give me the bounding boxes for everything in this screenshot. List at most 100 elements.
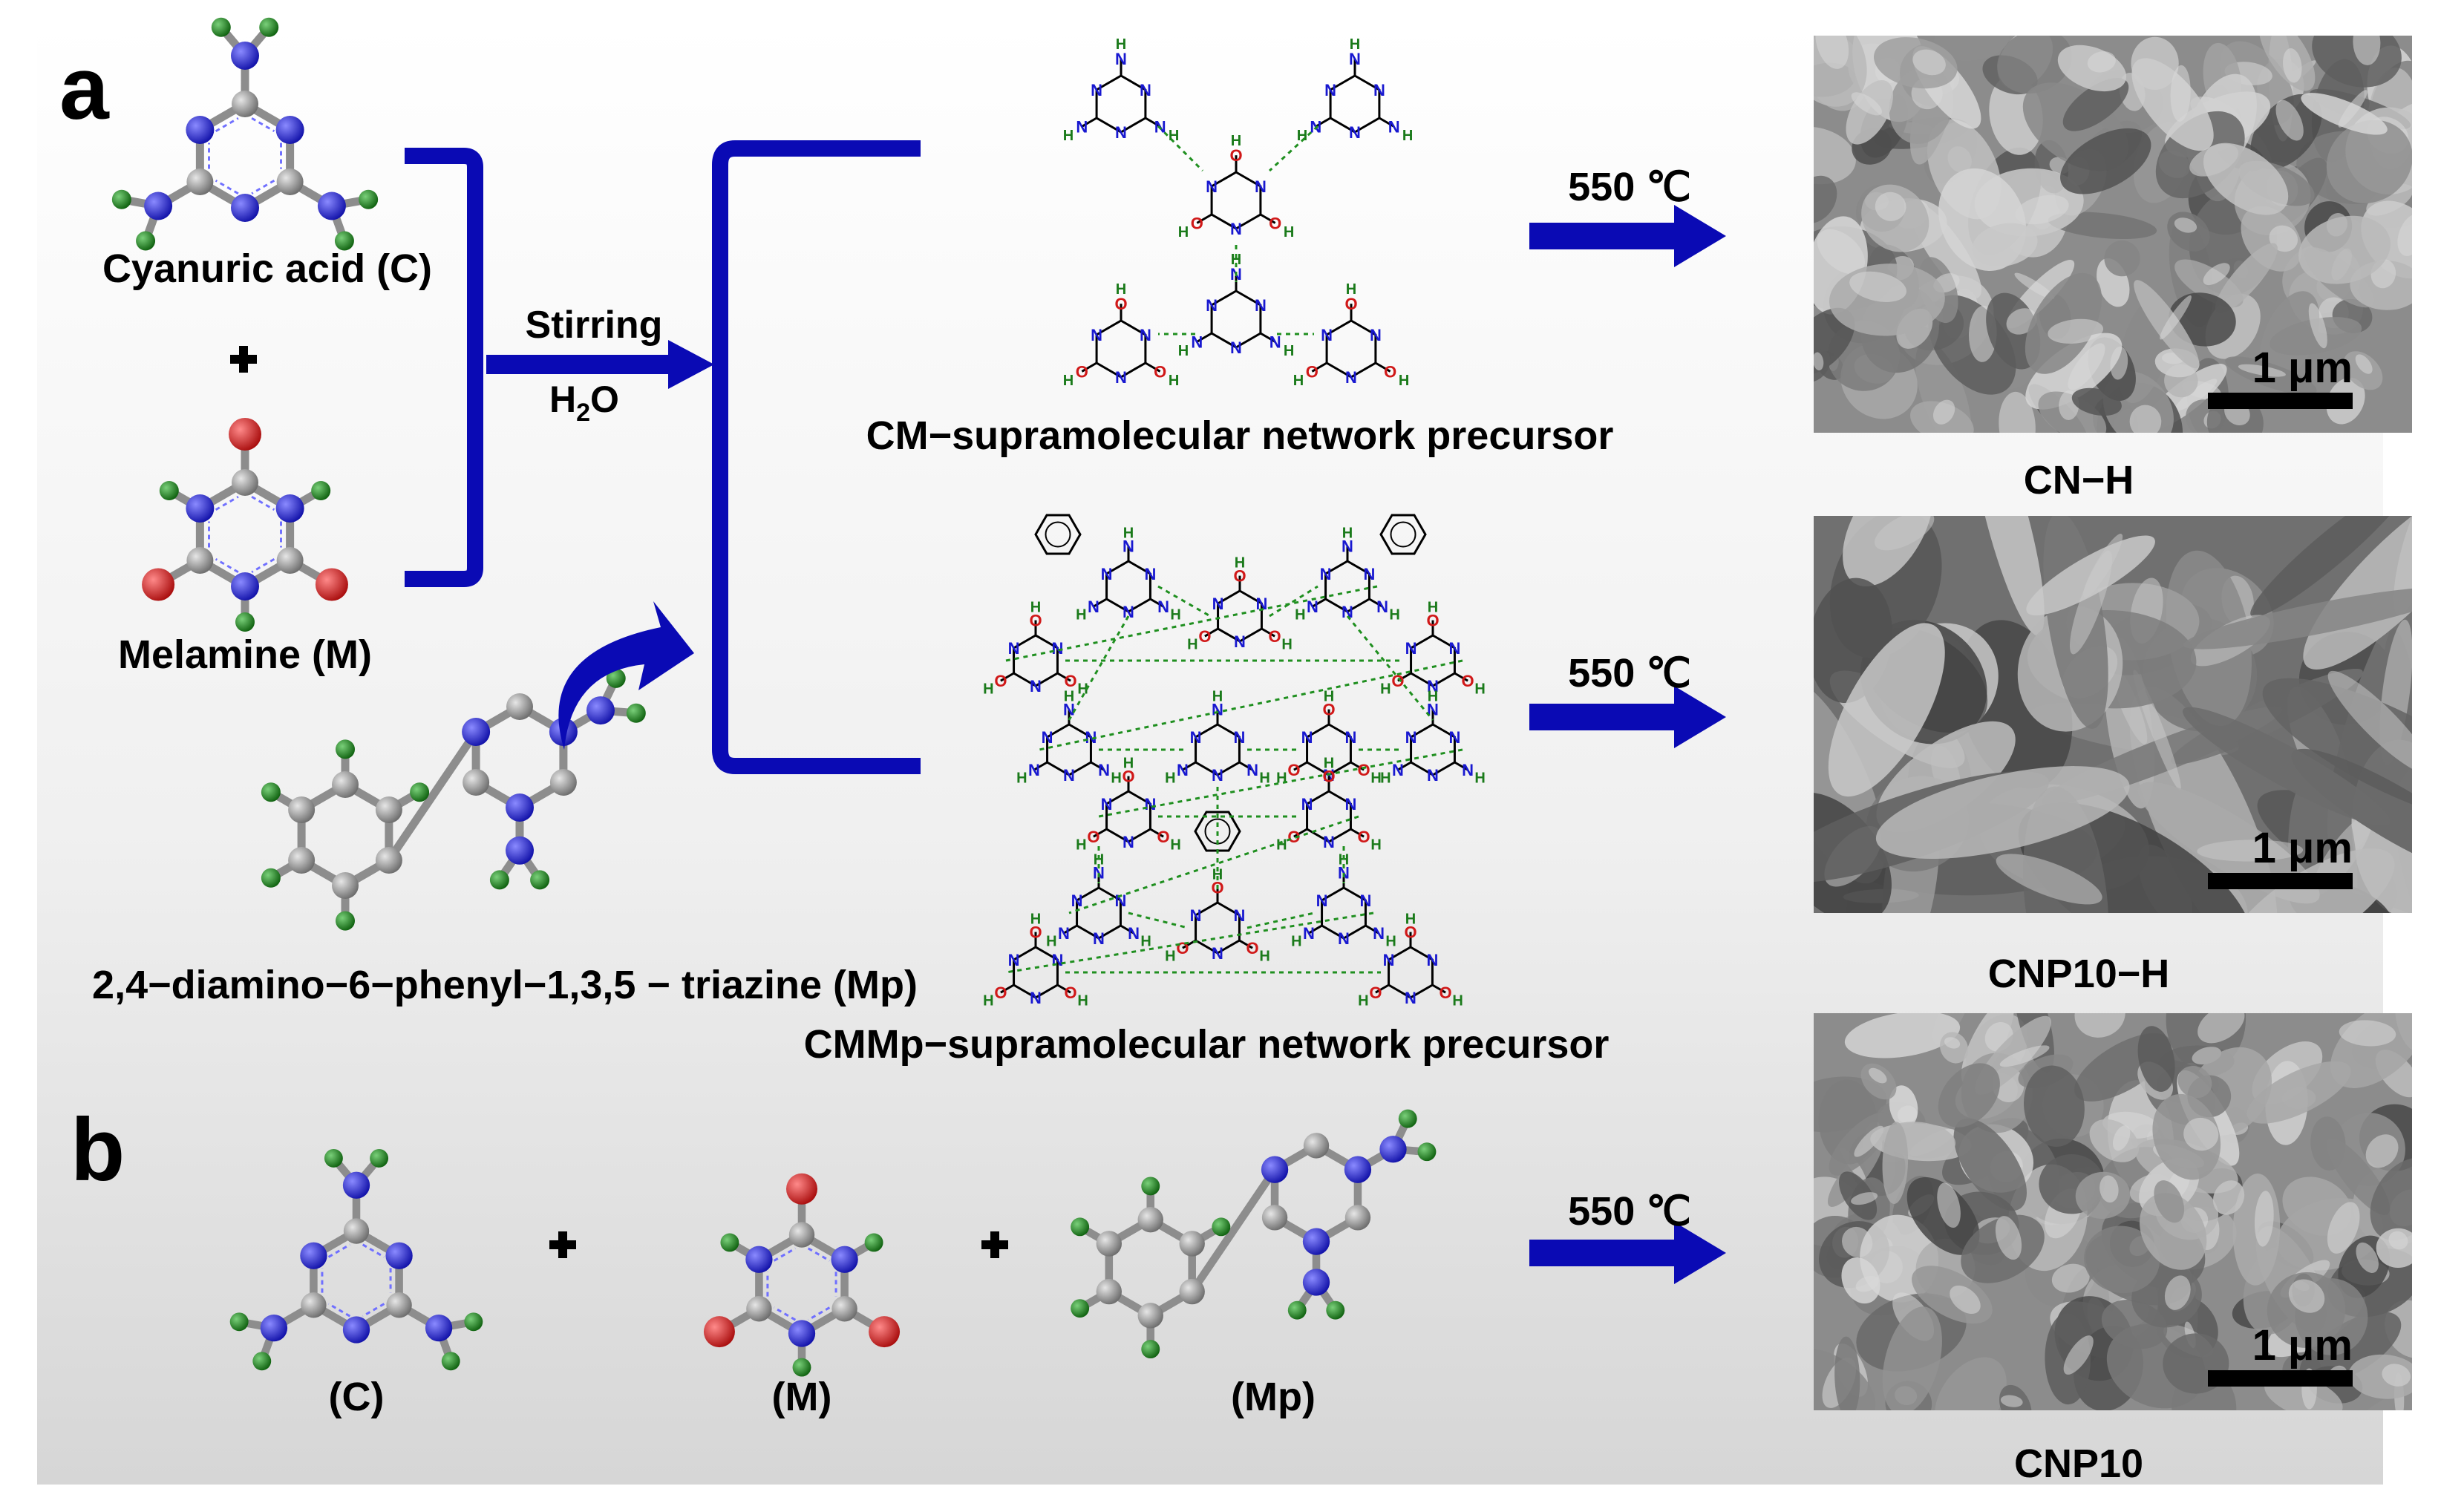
atom-label: O (1369, 984, 1382, 1002)
atom-sphere (1137, 1206, 1163, 1233)
mp-ball-model (261, 668, 646, 931)
atom-sphere (831, 1296, 857, 1322)
atom-sphere (260, 1314, 288, 1342)
atom-sphere (159, 481, 179, 500)
atom-label: O (1344, 295, 1357, 313)
hydrogen-atom-label: H (1358, 993, 1368, 1009)
atom-label: N (1303, 924, 1315, 943)
atom-sphere (864, 1233, 883, 1252)
atom-sphere (462, 718, 491, 746)
scale-bar-line (2208, 393, 2353, 409)
precursor-bracket (712, 140, 921, 774)
nitrogen-atom-label: N (1448, 728, 1460, 747)
atom-sphere (359, 189, 379, 209)
scale-bar-line (2208, 1370, 2353, 1387)
nitrogen-atom-label: N (1140, 81, 1151, 99)
nitrogen-atom-label: N (1063, 766, 1075, 785)
atom-sphere (324, 1148, 343, 1168)
sem-label-cn-h: CN−H (2024, 458, 2134, 503)
atom-label: N (1376, 598, 1388, 616)
atom-sphere (317, 192, 346, 220)
atom-sphere (186, 494, 215, 523)
nitrogen-atom-label: N (1255, 296, 1267, 315)
atom-sphere (464, 1312, 483, 1332)
temperature-label: 550 ℃ (1568, 1189, 1691, 1234)
nitrogen-atom-label: N (1316, 891, 1328, 910)
hydrogen-atom-label: H (1380, 770, 1391, 787)
atom-sphere (463, 769, 490, 796)
nitrogen-atom-label: N (1448, 639, 1460, 658)
hydrogen-atom-label: H (1076, 837, 1086, 854)
nitrogen-atom-label: N (1144, 795, 1156, 814)
atom-sphere (746, 1296, 772, 1322)
atom-label: N (1349, 50, 1361, 68)
atom-label: O (1087, 828, 1099, 846)
hydrogen-atom-label: H (1295, 607, 1305, 624)
hydrogen-atom-label: H (1380, 681, 1391, 698)
atom-sphere (334, 231, 354, 251)
atom-sphere (229, 418, 261, 451)
atom-sphere (332, 771, 359, 798)
atom-label: O (1269, 214, 1281, 232)
atom-sphere (111, 189, 131, 209)
plus-icon (981, 1231, 1008, 1258)
nitrogen-atom-label: N (1344, 795, 1356, 814)
nitrogen-atom-label: N (1030, 677, 1042, 696)
atom-sphere (142, 568, 175, 601)
hydrogen-atom-label: H (1370, 837, 1381, 854)
atom-sphere (586, 696, 615, 725)
atom-sphere (1096, 1278, 1123, 1305)
nitrogen-atom-label: N (1042, 728, 1053, 747)
hydrogen-atom-label: H (1123, 756, 1134, 772)
cyanuric-acid-ball-model (111, 17, 379, 251)
atom-label: O (1176, 939, 1189, 958)
atom-sphere (425, 1314, 453, 1342)
atom-sphere (375, 847, 402, 874)
atom-sphere (1096, 1231, 1123, 1257)
atom-label: O (1154, 362, 1166, 381)
atom-sphere (231, 194, 259, 222)
atom-sphere (311, 481, 331, 500)
atom-sphere (489, 870, 509, 890)
hydrogen-atom-label: H (1324, 756, 1334, 772)
nitrogen-atom-label: N (1123, 603, 1134, 621)
hydrogen-atom-label: H (1385, 934, 1396, 950)
hydrogen-atom-label: H (1452, 993, 1463, 1009)
hydrogen-atom-label: H (1116, 281, 1126, 298)
atom-label: N (1076, 117, 1088, 136)
nitrogen-atom-label: N (1405, 639, 1417, 658)
scale-bar-line (2208, 873, 2353, 889)
panel-label-a: a (59, 39, 110, 138)
atom-sphere (259, 17, 279, 37)
nitrogen-atom-label: N (1008, 951, 1020, 969)
hydrogen-atom-label: H (1235, 555, 1245, 572)
nitrogen-atom-label: N (1091, 326, 1102, 344)
nitrogen-atom-label: N (1212, 944, 1223, 963)
nitrogen-atom-label: N (1323, 833, 1335, 851)
atom-label: O (1322, 768, 1335, 786)
atom-label: O (1358, 828, 1370, 846)
atom-sphere (1379, 1136, 1407, 1163)
atom-sphere (261, 868, 281, 888)
atom-label: N (1373, 924, 1385, 943)
hydrogen-atom-label: H (1077, 681, 1088, 698)
atom-label: O (1229, 146, 1242, 165)
scale-bar: 1 μm (2208, 827, 2353, 889)
temperature-label: 550 ℃ (1568, 651, 1691, 696)
atom-label: O (1076, 362, 1088, 381)
atom-label: O (1384, 362, 1396, 381)
nitrogen-atom-label: N (1345, 368, 1357, 387)
atom-sphere (1344, 1156, 1372, 1183)
mp-ball-model-b (1071, 1109, 1437, 1359)
plus-icon (549, 1231, 576, 1258)
atom-label: O (1391, 672, 1404, 690)
atom-sphere (1261, 1156, 1289, 1183)
hydrogen-atom-label: H (983, 681, 993, 698)
nitrogen-atom-label: N (1030, 989, 1042, 1007)
sem-image-cnp10-h: 1 μm (1814, 516, 2412, 913)
nitrogen-atom-label: N (1115, 123, 1127, 142)
atom-label: N (1212, 701, 1223, 719)
scale-bar: 1 μm (2208, 1324, 2353, 1387)
atom-label: N (1342, 537, 1353, 556)
nitrogen-atom-label: N (1008, 639, 1020, 658)
